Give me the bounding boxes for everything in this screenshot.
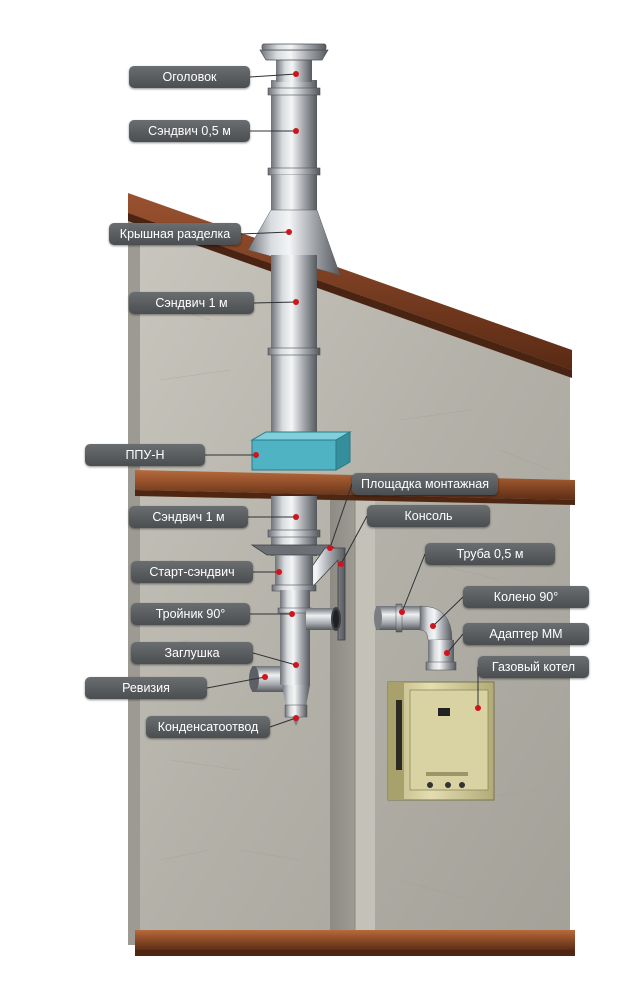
label-sandwich-1-upper: Сэндвич 1 м: [129, 292, 254, 314]
label-platform: Площадка монтажная: [352, 473, 498, 495]
marker-plug: [293, 662, 299, 668]
tee-90: [280, 590, 310, 660]
marker-adapter: [444, 650, 450, 656]
label-revision: Ревизия: [85, 677, 207, 699]
floor-slab: [135, 930, 575, 950]
marker-elbow-90: [430, 623, 436, 629]
marker-sandwich-1-upper: [293, 299, 299, 305]
marker-boiler: [475, 705, 481, 711]
marker-start-sandwich: [276, 569, 282, 575]
label-start-sandwich: Старт-сэндвич: [131, 561, 253, 583]
marker-ppu: [253, 452, 259, 458]
marker-ogolovok: [293, 71, 299, 77]
marker-condensate: [293, 715, 299, 721]
marker-console: [338, 561, 344, 567]
marker-tee-90: [289, 611, 295, 617]
label-elbow-90: Колено 90°: [463, 586, 589, 608]
label-roof-cut: Крышная разделка: [109, 223, 241, 245]
markers: [253, 71, 481, 721]
label-sandwich-05: Сэндвич 0,5 м: [129, 120, 250, 142]
label-pipe-05: Труба 0,5 м: [425, 543, 555, 565]
marker-sandwich-05: [293, 128, 299, 134]
label-boiler: Газовый котел: [478, 656, 589, 678]
label-condensate: Конденсатоотвод: [146, 716, 270, 738]
ppu-box: [251, 439, 337, 471]
label-ogolovok: Оголовок: [129, 66, 250, 88]
label-sandwich-1-lower: Сэндвич 1 м: [129, 506, 248, 528]
label-console: Консоль: [367, 505, 490, 527]
label-adapter: Адаптер ММ: [463, 623, 589, 645]
label-tee-90: Тройник 90°: [131, 603, 250, 625]
chimney-head: [276, 58, 312, 82]
marker-pipe-05: [399, 609, 405, 615]
marker-roof-cut: [286, 229, 292, 235]
marker-platform: [327, 545, 333, 551]
leader-lines: [205, 73, 479, 728]
label-ppu: ППУ-Н: [85, 444, 205, 466]
marker-sandwich-1-lower: [293, 514, 299, 520]
marker-revision: [262, 674, 268, 680]
gas-boiler: [387, 681, 495, 801]
label-plug: Заглушка: [131, 642, 253, 664]
